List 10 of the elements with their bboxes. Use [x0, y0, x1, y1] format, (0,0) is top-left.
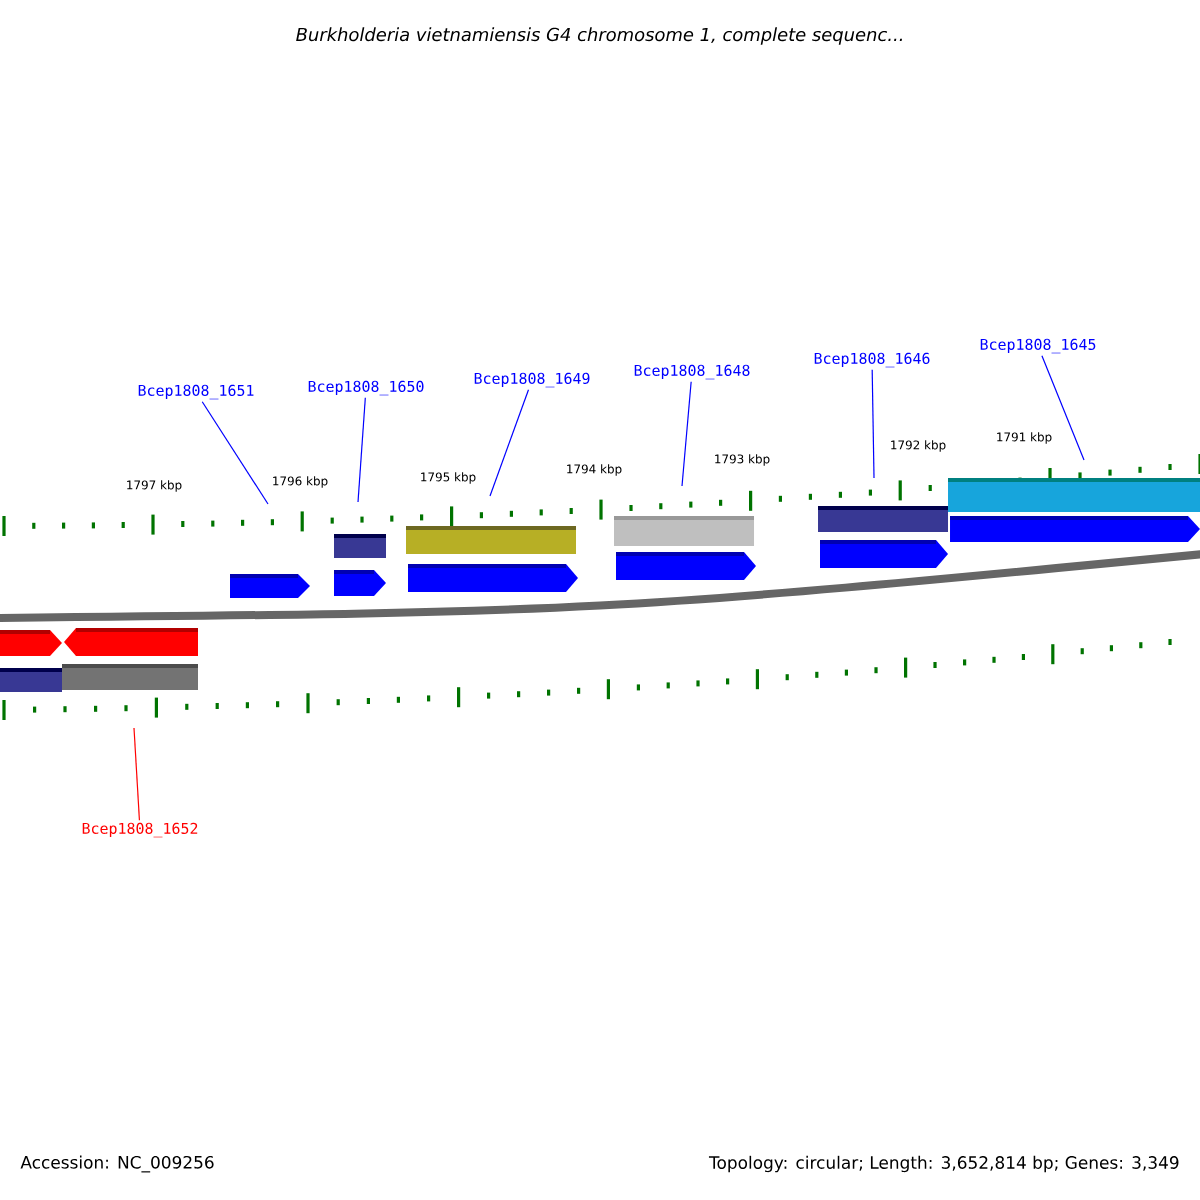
footer-text: Accession: NC_009256 [20, 1155, 214, 1173]
leader-line [201, 401, 269, 505]
leader-line [133, 727, 141, 821]
leader-line [1041, 355, 1085, 461]
leader-line [489, 389, 530, 497]
title: Burkholderia vietnamiensis G4 chromosome 1, complete sequenc... [296, 27, 902, 45]
footer-text: Topology: circular; Length: 3,652,814 bp; Genes: 3,349 [708, 1155, 1179, 1173]
leader-line [357, 397, 366, 503]
leader-line [871, 369, 875, 479]
leader-line [681, 381, 692, 487]
